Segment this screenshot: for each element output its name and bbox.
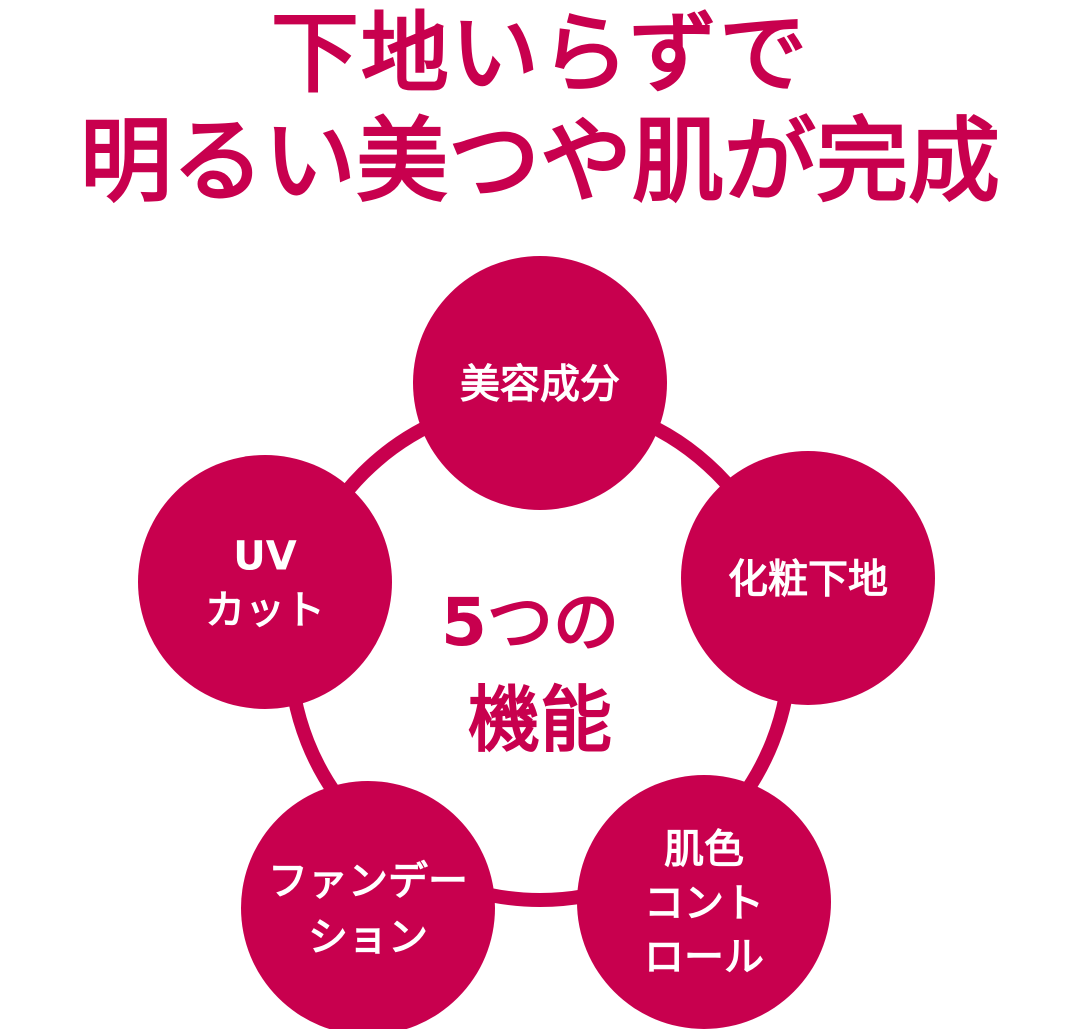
feature-circle-foundation: [241, 781, 495, 1029]
center-label-line-2: 機能: [468, 678, 612, 762]
feature-label-skin-tone-control-line-1: 肌色: [664, 826, 744, 872]
feature-circle-beauty-ingredients: [413, 256, 667, 510]
feature-label-uv-cut-line-1: UV: [233, 533, 296, 579]
feature-label-skin-tone-control-line-2: コント: [644, 880, 764, 926]
headline-line-1: 下地いらずで: [270, 2, 810, 105]
feature-label-foundation-line-2: ション: [308, 914, 428, 960]
feature-node-beauty-ingredients: 美容成分: [413, 256, 667, 510]
feature-label-skin-tone-control-line-3: ロール: [644, 934, 764, 980]
feature-label-foundation-line-1: ファンデー: [268, 858, 468, 904]
feature-circle-makeup-base: [681, 451, 935, 705]
feature-label-beauty-ingredients-line-1: 美容成分: [460, 361, 620, 407]
feature-circle-skin-tone-control: [577, 775, 831, 1029]
feature-label-makeup-base-line-1: 化粧下地: [728, 556, 888, 602]
feature-node-uv-cut: UV カット: [138, 455, 392, 709]
feature-label-uv-cut-line-2: カット: [205, 587, 325, 633]
feature-node-makeup-base: 化粧下地: [681, 451, 935, 705]
feature-circle-uv-cut: [138, 455, 392, 709]
center-label-line-1: 5つの: [441, 584, 619, 661]
headline-line-2: 明るい美つや肌が完成: [79, 108, 1000, 215]
